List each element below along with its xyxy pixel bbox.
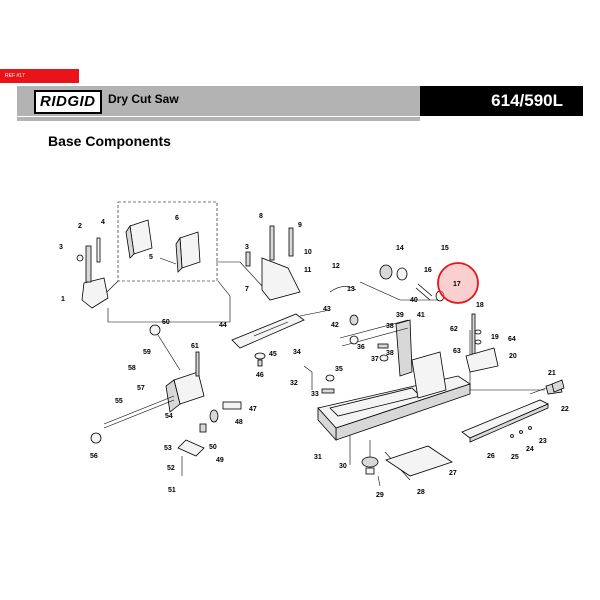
- part-screw-21: [529, 379, 565, 395]
- callout-label: 19: [491, 334, 499, 341]
- callout-label: 41: [417, 312, 425, 319]
- callout-label: 61: [191, 343, 199, 350]
- callout-label: 48: [235, 419, 243, 426]
- callout-label: 63: [453, 348, 461, 355]
- header-underline: [17, 117, 420, 121]
- brand-logo: RIDGID: [34, 90, 102, 114]
- product-name: Dry Cut Saw: [108, 92, 179, 106]
- part-pins-32: [303, 365, 335, 394]
- callout-label: 35: [335, 366, 343, 373]
- callout-label: 9: [298, 222, 302, 229]
- callout-label: 51: [168, 487, 176, 494]
- callout-label: 55: [115, 398, 123, 405]
- callout-label: 27: [449, 470, 457, 477]
- callout-label: 59: [143, 349, 151, 356]
- callout-label: 44: [219, 322, 227, 329]
- callout-label: 52: [167, 465, 175, 472]
- callout-label: 40: [410, 297, 418, 304]
- callout-label: 57: [137, 385, 145, 392]
- callout-label: 38: [386, 323, 394, 330]
- part-blocks-6: [125, 219, 201, 273]
- callout-label: 53: [164, 445, 172, 452]
- part-washers-24: [510, 426, 532, 438]
- highlight-circle: [437, 262, 479, 304]
- callout-label: 3: [245, 244, 249, 251]
- part-mount-20: [465, 313, 499, 373]
- part-foot-30: [361, 456, 381, 487]
- callout-label: 29: [376, 492, 384, 499]
- callout-label: 34: [293, 349, 301, 356]
- callout-label: 50: [209, 444, 217, 451]
- callout-label: 4: [101, 219, 105, 226]
- callout-label: 2: [78, 223, 82, 230]
- callout-label: 31: [314, 454, 322, 461]
- callout-label: 18: [476, 302, 484, 309]
- callout-label: 13: [347, 286, 355, 293]
- callout-label: 20: [509, 353, 517, 360]
- part-bolts-43: [349, 314, 389, 362]
- callout-label: 17: [453, 281, 461, 288]
- callout-label: 21: [548, 370, 556, 377]
- callout-label: 33: [311, 391, 319, 398]
- callout-label: 12: [332, 263, 340, 270]
- ref-tag: REF #17: [0, 69, 79, 83]
- callout-label: 3: [59, 244, 63, 251]
- callout-label: 58: [128, 365, 136, 372]
- callout-label: 37: [371, 356, 379, 363]
- callout-label: 25: [511, 454, 519, 461]
- callout-label: 39: [396, 312, 404, 319]
- callout-label: 30: [339, 463, 347, 470]
- callout-label: 28: [417, 489, 425, 496]
- callout-label: 22: [561, 406, 569, 413]
- callout-label: 43: [323, 306, 331, 313]
- callout-label: 15: [441, 245, 449, 252]
- callout-label: 11: [304, 267, 312, 274]
- part-rail-44: [231, 313, 305, 349]
- callout-label: 32: [290, 380, 298, 387]
- part-clamp-54: [90, 324, 242, 476]
- callout-label: 5: [149, 254, 153, 261]
- inset-box: [117, 201, 218, 282]
- callout-label: 23: [539, 438, 547, 445]
- callout-label: 46: [256, 372, 264, 379]
- callout-label: 38: [386, 350, 394, 357]
- part-nut-45: [254, 352, 266, 367]
- part-base-31: [317, 319, 471, 442]
- callout-label: 7: [245, 286, 249, 293]
- callout-label: 36: [357, 344, 365, 351]
- part-strip-26: [385, 381, 563, 477]
- callout-label: 49: [216, 457, 224, 464]
- callout-label: 62: [450, 326, 458, 333]
- part-bracket-1: [76, 237, 109, 309]
- part-spring-12: [329, 286, 357, 293]
- callout-label: 54: [165, 413, 173, 420]
- part-assembly-15: [379, 264, 445, 302]
- callout-label: 1: [61, 296, 65, 303]
- callout-label: 47: [249, 406, 257, 413]
- callout-label: 42: [331, 322, 339, 329]
- leader-lines: [105, 261, 545, 481]
- callout-label: 10: [304, 249, 312, 256]
- callout-label: 8: [259, 213, 263, 220]
- section-title: Base Components: [48, 133, 171, 149]
- callout-label: 24: [526, 446, 534, 453]
- callout-label: 56: [90, 453, 98, 460]
- callout-label: 60: [162, 319, 170, 326]
- callout-label: 16: [424, 267, 432, 274]
- callout-label: 14: [396, 245, 404, 252]
- part-plate-7: [245, 225, 301, 301]
- model-number: 614/590L: [420, 86, 583, 116]
- callout-labels: 1 2 3 4 5 6 3 7 8 9 10 11 12 13 14 15 16…: [59, 213, 569, 499]
- callout-label: 26: [487, 453, 495, 460]
- callout-label: 6: [175, 215, 179, 222]
- callout-label: 45: [269, 351, 277, 358]
- callout-label: 64: [508, 336, 516, 343]
